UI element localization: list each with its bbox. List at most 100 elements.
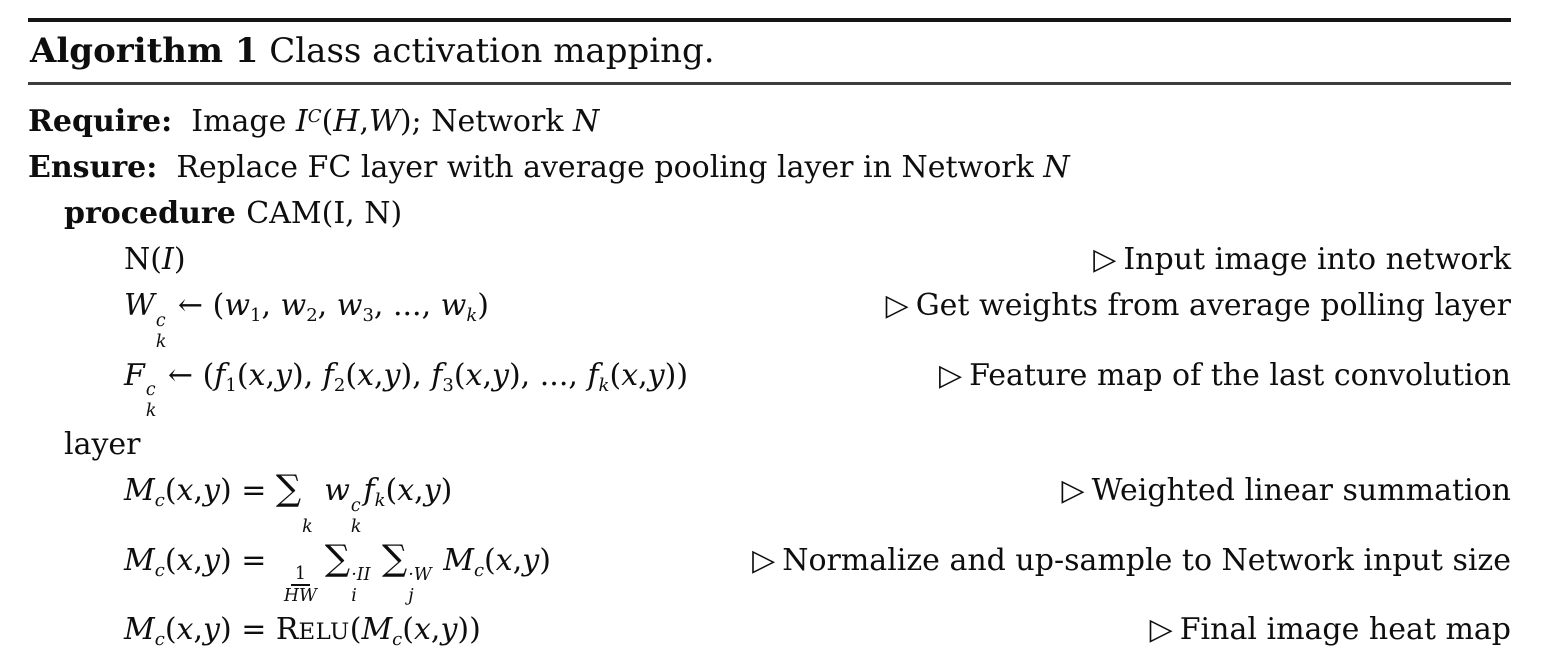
- math-var: y: [440, 612, 458, 648]
- algorithm-caption-title: Class activation mapping.: [258, 31, 715, 71]
- math-text: [315, 473, 325, 508]
- math-subscript: c: [154, 559, 165, 581]
- math-subscript: k: [374, 489, 386, 511]
- triangle-right-marker-icon: ▷: [885, 288, 909, 323]
- sum-glyph: ∑: [382, 537, 408, 579]
- code-text: N(I): [124, 237, 186, 283]
- caption-rule: [28, 82, 1511, 85]
- fraction-numerator: 1: [290, 564, 310, 587]
- math-var: x: [248, 357, 266, 393]
- math-var: H: [333, 104, 360, 139]
- math-var: N: [1043, 150, 1070, 185]
- math-subscript: k: [598, 374, 610, 396]
- math-text: (: [484, 542, 496, 578]
- math-var: x: [357, 357, 374, 393]
- algorithm-caption: Algorithm 1 Class activation mapping.: [28, 22, 1511, 82]
- math-subscript: 3: [442, 374, 454, 396]
- math-var: w: [336, 288, 363, 323]
- math-subscript: c: [154, 628, 165, 650]
- sum-glyph: ∑: [324, 537, 351, 579]
- math-text: ,: [359, 104, 369, 139]
- math-text: CAM(I, N): [246, 196, 403, 231]
- math-text: [372, 543, 382, 578]
- code-text: procedure CAM(I, N): [64, 191, 402, 237]
- math-text: ) =: [219, 473, 276, 509]
- math-var: x: [176, 542, 194, 578]
- math-var: M: [443, 542, 474, 578]
- math-text: N(: [124, 242, 162, 277]
- math-var: x: [397, 473, 415, 509]
- math-superscript: c: [155, 310, 166, 331]
- math-text: ← (: [158, 357, 215, 393]
- algorithm-box: Algorithm 1 Class activation mapping. Re…: [28, 18, 1511, 651]
- math-text: ),: [400, 357, 432, 393]
- math-text: ,: [265, 357, 276, 393]
- math-var: y: [647, 357, 665, 393]
- smallcaps-rest: ELU: [298, 619, 350, 646]
- math-text: ): [440, 473, 453, 509]
- math-subscript: c: [392, 628, 403, 650]
- math-subsup: k: [302, 496, 313, 538]
- comment-text: Input image into network: [1123, 242, 1511, 277]
- code-text: Require: Image IC(H,W); Network N: [28, 94, 599, 145]
- sum-operator: ∑ k: [276, 471, 315, 537]
- comment: ▷Get weights from average polling layer: [886, 283, 1511, 329]
- smallcaps-initial: R: [275, 612, 299, 648]
- math-superscript: c: [145, 380, 156, 401]
- math-var: y: [492, 357, 509, 393]
- math-subscript: k: [350, 516, 362, 537]
- math-var: f: [322, 357, 334, 393]
- math-text: )): [457, 612, 481, 648]
- math-var: M: [124, 612, 155, 648]
- math-text: [434, 543, 444, 578]
- math-superscript: C: [307, 106, 322, 127]
- math-var: F: [124, 357, 145, 393]
- math-var: W: [369, 104, 400, 139]
- comment: ▷Feature map of the last convolution: [939, 353, 1511, 399]
- math-text: ,: [638, 357, 648, 393]
- math-subscript: 1: [225, 374, 237, 396]
- algorithm-line-require: Require: Image IC(H,W); Network N: [28, 94, 1511, 145]
- triangle-right-marker-icon: ▷: [939, 357, 963, 393]
- math-text: (: [345, 357, 358, 393]
- math-var: I: [161, 242, 174, 277]
- math-text: ),: [292, 357, 323, 393]
- math-text: (: [164, 612, 177, 648]
- algorithm-line-wrap-layer: layer: [28, 422, 1511, 468]
- algorithm-caption-label: Algorithm 1: [30, 31, 259, 71]
- math-text: (: [164, 542, 177, 578]
- math-var: y: [275, 357, 292, 393]
- math-superscript: ·II: [351, 565, 371, 586]
- math-text: ) =: [219, 542, 276, 578]
- smallcaps-word: RELU: [276, 612, 350, 647]
- math-text: (: [402, 612, 414, 648]
- math-var: w: [440, 288, 467, 323]
- math-text: ) =: [219, 612, 276, 648]
- comment: ▷Input image into network: [1093, 237, 1511, 283]
- algorithm-line-relu: Mc(x,y) = RELU(Mc(x,y))▷Final image heat…: [28, 607, 1511, 651]
- math-text: layer: [64, 427, 141, 463]
- comment-text: Weighted linear summation: [1091, 473, 1511, 509]
- math-var: f: [431, 357, 443, 393]
- sum-glyph: ∑: [275, 468, 302, 510]
- math-text: ): [539, 542, 551, 578]
- math-var: w: [324, 473, 350, 509]
- algorithm-line-ensure: Ensure: Replace FC layer with average po…: [28, 145, 1511, 191]
- math-superscript: ·W: [408, 565, 432, 586]
- math-text: ,: [373, 357, 384, 393]
- math-var: y: [522, 542, 540, 578]
- math-text: ← (: [168, 288, 225, 323]
- comment-text: Feature map of the last convolution: [969, 357, 1511, 393]
- top-rule: [28, 18, 1511, 22]
- math-text: )): [664, 357, 689, 393]
